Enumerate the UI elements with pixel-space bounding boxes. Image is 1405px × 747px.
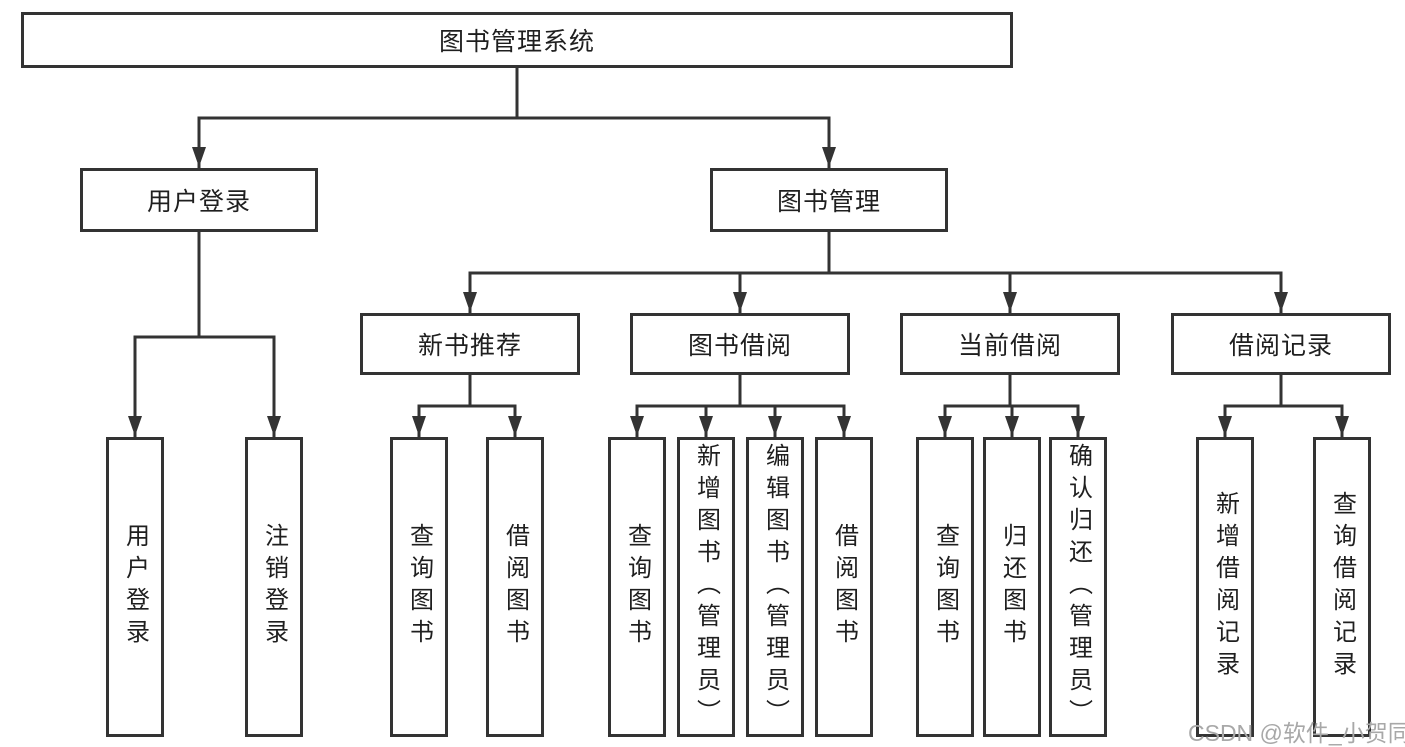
node-user-login-label: 用户登录 [146,188,251,216]
leaf-label: 新增借阅记录 [1211,491,1239,683]
node-leaf-bb-query: 查询图书 [608,437,666,737]
node-leaf-br-query: 查询借阅记录 [1313,437,1371,737]
leaf-label: 归还图书 [998,523,1026,651]
leaf-label: 查询借阅记录 [1328,491,1356,683]
node-leaf-bb-edit: 编辑图书（管理员） [746,437,804,737]
node-leaf-cb-return: 归还图书 [983,437,1041,737]
node-root: 图书管理系统 [21,12,1013,68]
leaf-label: 用户登录 [121,523,149,651]
node-leaf-bb-borrow: 借阅图书 [815,437,873,737]
node-leaf-logout: 注销登录 [245,437,303,737]
node-book-borrow: 图书借阅 [630,313,850,375]
node-leaf-nb-query: 查询图书 [390,437,448,737]
node-leaf-cb-query: 查询图书 [916,437,974,737]
node-new-book-rec-label: 新书推荐 [417,332,522,360]
node-leaf-bb-add: 新增图书（管理员） [677,437,735,737]
csdn-watermark: CSDN @软件_小贺同学 [1188,720,1405,746]
leaf-label: 借阅图书 [830,523,858,651]
node-book-mgmt: 图书管理 [710,168,948,232]
node-leaf-user-login: 用户登录 [106,437,164,737]
leaf-label: 查询图书 [931,523,959,651]
node-borrow-record: 借阅记录 [1171,313,1391,375]
node-book-mgmt-label: 图书管理 [776,188,881,216]
node-leaf-br-add: 新增借阅记录 [1196,437,1254,737]
leaf-label: 借阅图书 [501,523,529,651]
leaf-label: 确认归还（管理员） [1064,443,1092,731]
node-root-label: 图书管理系统 [438,28,595,56]
node-leaf-cb-confirm: 确认归还（管理员） [1049,437,1107,737]
node-new-book-rec: 新书推荐 [360,313,580,375]
node-current-borrow: 当前借阅 [900,313,1120,375]
node-user-login: 用户登录 [80,168,318,232]
leaf-label: 注销登录 [260,523,288,651]
leaf-label: 新增图书（管理员） [692,443,720,731]
leaf-label: 查询图书 [405,523,433,651]
node-borrow-record-label: 借阅记录 [1228,332,1333,360]
node-leaf-nb-borrow: 借阅图书 [486,437,544,737]
node-current-borrow-label: 当前借阅 [957,332,1062,360]
leaf-label: 查询图书 [623,523,651,651]
node-book-borrow-label: 图书借阅 [687,332,792,360]
leaf-label: 编辑图书（管理员） [761,443,789,731]
